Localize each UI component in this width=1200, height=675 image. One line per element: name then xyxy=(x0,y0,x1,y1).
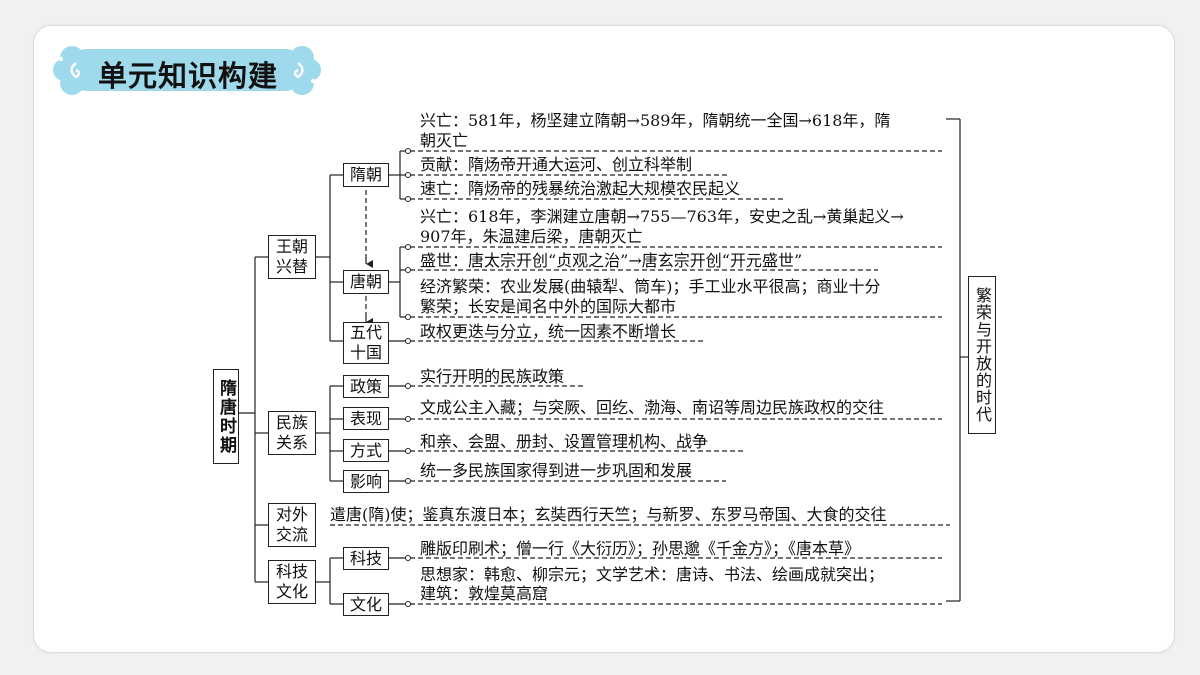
arts-line1: 思想家：韩愈、柳宗元；文学艺术：唐诗、书法、绘画成就突出； xyxy=(420,565,885,584)
node-dynasty-label: 王朝兴替 xyxy=(275,237,308,276)
tang-golden-age: 盛世：唐太宗开创“贞观之治”→唐玄宗开创“开元盛世” xyxy=(420,251,803,270)
node-foreign-label: 对外交流 xyxy=(275,505,308,544)
node-culture: 科技文化 xyxy=(268,560,316,604)
arts-line2: 建筑：敦煌莫高窟 xyxy=(420,584,549,603)
wudai-text: 政权更迭与分立，统一因素不断增长 xyxy=(420,322,677,341)
sui-rise-fall-line1: 兴亡：581年，杨坚建立隋朝→589年，隋朝统一全国→618年，隋 xyxy=(420,111,891,130)
node-method-label: 方式 xyxy=(349,440,382,460)
tang-economy-line2: 繁荣；长安是闻名中外的国际大都市 xyxy=(420,297,677,316)
node-sui: 隋朝 xyxy=(343,163,389,187)
node-foreign: 对外交流 xyxy=(268,503,316,547)
header-title: 单元知识构建 xyxy=(98,59,279,93)
node-policy: 政策 xyxy=(343,375,389,398)
node-impact: 影响 xyxy=(343,470,389,493)
cloud-banner-icon xyxy=(53,46,321,95)
right-theme-label: 繁荣与开放的时代 xyxy=(973,287,992,423)
sui-downfall: 速亡：隋炀帝的残暴统治激起大规模农民起义 xyxy=(420,179,741,198)
node-dynasty: 王朝兴替 xyxy=(268,235,316,279)
node-tech: 科技 xyxy=(343,547,389,570)
node-impact-label: 影响 xyxy=(349,471,382,491)
node-tech-label: 科技 xyxy=(349,548,382,568)
tang-rise-fall-line1: 兴亡：618年，李渊建立唐朝→755—763年，安史之乱→黄巢起义→ xyxy=(420,207,904,226)
node-ethnic: 民族关系 xyxy=(268,411,316,455)
ethnic-policy-text: 实行开明的民族政策 xyxy=(420,367,565,386)
node-arts: 文化 xyxy=(343,593,389,616)
right-theme-node: 繁荣与开放的时代 xyxy=(968,276,996,434)
ethnic-manifest-text: 文成公主入藏；与突厥、回纥、渤海、南诏等周边民族政权的交往 xyxy=(420,398,885,417)
ethnic-method-text: 和亲、会盟、册封、设置管理机构、战争 xyxy=(420,432,709,451)
node-culture-label: 科技文化 xyxy=(275,562,308,601)
node-tang-label: 唐朝 xyxy=(349,272,382,291)
node-ethnic-label: 民族关系 xyxy=(275,413,308,452)
foreign-exchange-text: 遣唐(隋)使；鉴真东渡日本；玄奘西行天竺；与新罗、东罗马帝国、大食的交往 xyxy=(330,505,887,524)
node-tang: 唐朝 xyxy=(343,270,389,294)
node-arts-label: 文化 xyxy=(349,594,382,614)
sui-contribution: 贡献：隋炀帝开通大运河、创立科举制 xyxy=(420,155,693,174)
node-sui-label: 隋朝 xyxy=(349,165,382,184)
node-method: 方式 xyxy=(343,439,389,462)
ethnic-impact-text: 统一多民族国家得到进一步巩固和发展 xyxy=(420,461,693,480)
node-policy-label: 政策 xyxy=(349,376,382,396)
tang-rise-fall-line2: 907年，朱温建后梁，唐朝灭亡 xyxy=(420,227,643,246)
root-node: 隋唐时期 xyxy=(213,369,239,464)
tech-text: 雕版印刷术；僧一行《大衍历》；孙思邈《千金方》；《唐本草》 xyxy=(420,539,861,558)
node-manifest: 表现 xyxy=(343,407,389,430)
sui-rise-fall-line2: 朝灭亡 xyxy=(420,131,469,150)
node-wudai: 五代十国 xyxy=(343,322,389,364)
node-wudai-label: 五代十国 xyxy=(349,323,382,362)
root-label: 隋唐时期 xyxy=(216,378,236,455)
tang-economy-line1: 经济繁荣：农业发展(曲辕犁、筒车)；手工业水平很高；商业十分 xyxy=(420,277,881,296)
section-header: 单元知识构建 xyxy=(52,42,322,98)
node-manifest-label: 表现 xyxy=(349,408,382,428)
